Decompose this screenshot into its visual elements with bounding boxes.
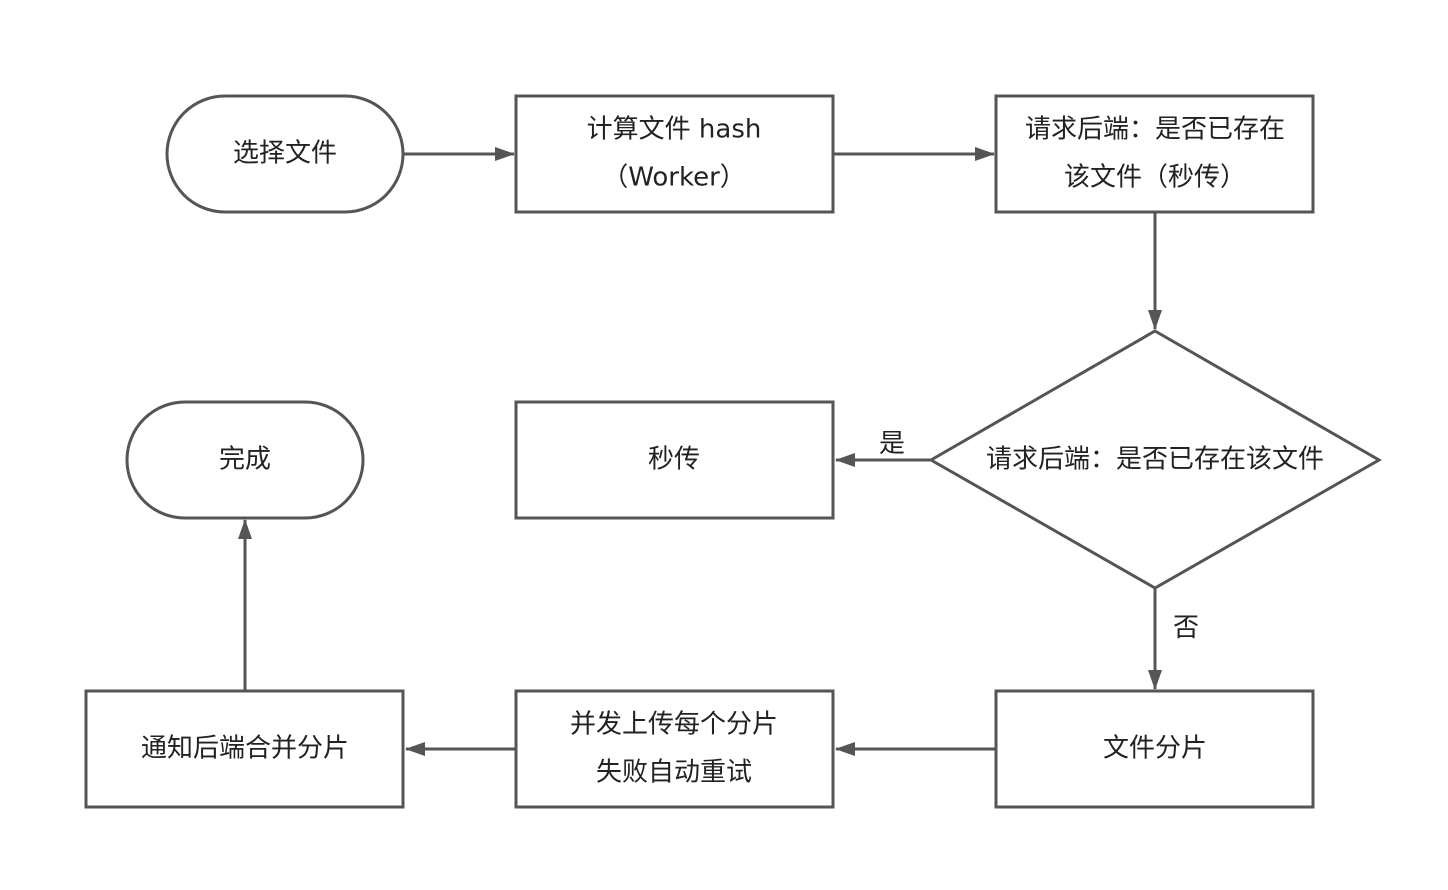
node-split-file-label: 文件分片 [1103, 734, 1207, 764]
decision-diamond-shape [927, 329, 1383, 590]
node-instant-upload: 秒传 [514, 400, 835, 520]
node-compute-hash-line2: （Worker） [602, 163, 746, 193]
node-request-backend-line1: 请求后端：是否已存在 [1025, 115, 1285, 145]
node-decision-label: 请求后端：是否已存在该文件 [986, 445, 1324, 475]
node-upload-chunks-line2: 失败自动重试 [596, 758, 752, 788]
node-upload-chunks-line1: 并发上传每个分片 [570, 710, 778, 740]
node-select-file: 选择文件 [165, 94, 405, 214]
process-box-shape [994, 94, 1315, 214]
node-split-file: 文件分片 [994, 689, 1315, 809]
node-select-file-label: 选择文件 [233, 139, 337, 169]
edge-label-yes: 是 [879, 429, 905, 459]
process-box-shape [514, 94, 835, 214]
node-done: 完成 [125, 400, 365, 520]
process-box-shape [514, 689, 835, 809]
node-compute-hash-line1: 计算文件 hash [587, 115, 762, 145]
node-instant-upload-label: 秒传 [648, 445, 700, 475]
edge-label-no: 否 [1173, 613, 1199, 643]
node-request-backend-line2: 该文件（秒传） [1064, 163, 1246, 193]
end-terminal-shape [125, 400, 365, 520]
process-box-shape [514, 400, 835, 520]
node-compute-hash: 计算文件 hash （Worker） [514, 94, 835, 214]
node-merge-chunks-label: 通知后端合并分片 [141, 734, 349, 764]
process-box-shape [84, 689, 405, 809]
node-merge-chunks: 通知后端合并分片 [84, 689, 405, 809]
node-request-backend: 请求后端：是否已存在 该文件（秒传） [994, 94, 1315, 214]
node-upload-chunks: 并发上传每个分片 失败自动重试 [514, 689, 835, 809]
node-done-label: 完成 [219, 445, 271, 475]
start-terminal-shape [165, 94, 405, 214]
node-decision: 请求后端：是否已存在该文件 [927, 329, 1383, 590]
process-box-shape [994, 689, 1315, 809]
